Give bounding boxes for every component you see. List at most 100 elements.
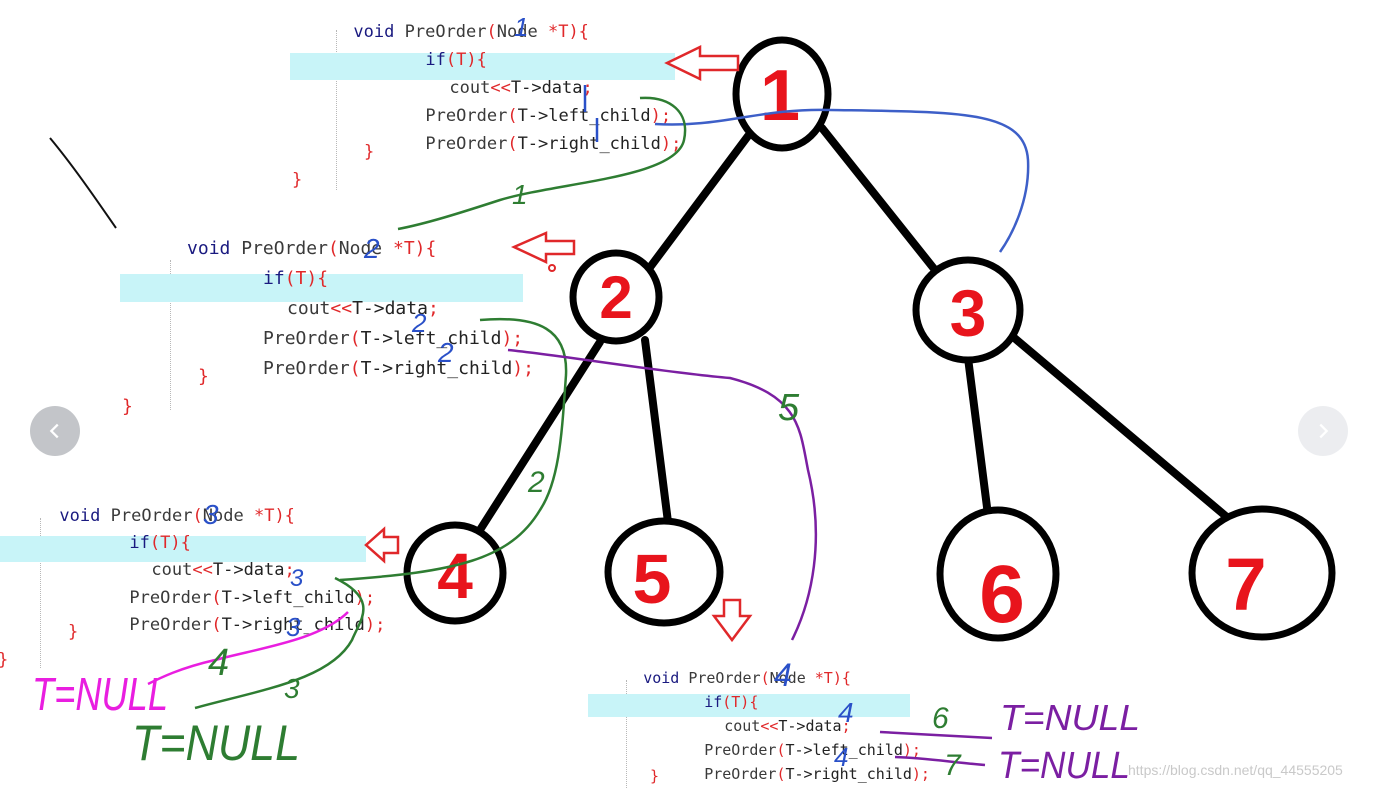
code-close-inner: }	[364, 142, 375, 162]
code-right-call: PreOrder(T->right_child);	[704, 765, 930, 783]
tree-node-5	[604, 517, 724, 627]
blue-number-4: 4	[834, 742, 848, 772]
edge-3-6	[964, 354, 992, 519]
blue-number-2: 2	[363, 233, 380, 264]
pointer-stroke	[49, 137, 117, 229]
tree-node-2	[569, 249, 663, 345]
code-cout: cout<<T->data;	[151, 560, 295, 580]
tree-node-label-3: 3	[950, 276, 987, 350]
code-right-call: PreOrder(T->right_child);	[129, 615, 386, 635]
code-left-call: PreOrder(T->left_child);	[263, 328, 524, 349]
purple-line-left	[879, 730, 993, 740]
purple-number-7: 7	[944, 749, 962, 782]
code-signature: void PreOrder(Node *T){	[59, 506, 295, 526]
indent-guide	[170, 260, 171, 410]
code-close-outer: }	[122, 396, 133, 417]
edge-1-2	[644, 132, 752, 274]
code-close-inner: }	[650, 767, 660, 785]
tree-node-3	[912, 256, 1024, 364]
tree-node-label-6: 6	[979, 549, 1025, 640]
edge-1-3	[818, 124, 939, 274]
indent-guide	[336, 30, 337, 190]
green-call-curve-2	[339, 317, 568, 582]
green-number-3: 3	[284, 673, 300, 704]
code-panel-2: void PreOrder(Node *T){ if(T){ cout<<T->…	[118, 212, 534, 422]
code-panel-1: void PreOrder(Node *T){ if(T){ cout<<T->…	[190, 0, 681, 200]
blue-call-curve	[654, 108, 1030, 253]
code-panel-4: void PreOrder(Node *T){ if(T){ cout<<T->…	[586, 646, 930, 788]
indent-guide	[626, 680, 627, 788]
code-left-call: PreOrder(T->left_child);	[129, 588, 376, 608]
green-number-6: 6	[932, 702, 949, 735]
tree-node-1	[732, 36, 832, 152]
green-number-2: 2	[527, 466, 545, 499]
prev-slide-button[interactable]	[30, 406, 80, 456]
purple-call-curve	[507, 348, 818, 641]
code-cout: cout<<T->data;	[287, 298, 439, 319]
dot-mark	[548, 264, 556, 272]
code-if: if(T){	[425, 50, 487, 70]
arrow-down-icon	[711, 598, 753, 643]
code-close-outer: }	[292, 170, 303, 190]
purple-line-right	[894, 755, 986, 767]
next-slide-button[interactable]	[1298, 406, 1348, 456]
pink-number-4: 4	[208, 642, 229, 684]
tree-node-label-5: 5	[633, 540, 672, 618]
code-signature: void PreOrder(Node *T){	[643, 669, 851, 687]
tree-node-label-7: 7	[1225, 543, 1266, 626]
code-if: if(T){	[129, 533, 191, 553]
green-number-1: 1	[512, 179, 528, 210]
code-cout: cout<<T->data;	[449, 78, 593, 98]
blue-number-4: 4	[774, 657, 792, 693]
code-highlight	[0, 536, 366, 562]
arrow-left-icon	[664, 45, 740, 81]
code-close-outer: }	[0, 650, 8, 670]
pink-call-line	[147, 611, 349, 686]
code-if: if(T){	[263, 268, 329, 289]
code-close-inner: }	[198, 366, 209, 387]
code-highlight	[120, 274, 523, 302]
indent-guide	[40, 518, 41, 668]
blue-number-4: 4	[838, 697, 854, 728]
null-label-purple-bottom: T=NULL	[998, 745, 1130, 787]
green-call-curve-3	[194, 576, 365, 710]
blue-number-3: 3	[203, 499, 219, 530]
code-right-call: PreOrder(T->right_child);	[263, 358, 534, 379]
blue-number-2: 2	[437, 337, 454, 368]
code-panel-3: void PreOrder(Node *T){ if(T){ cout<<T->…	[0, 482, 385, 672]
tree-node-label-4: 4	[437, 540, 473, 612]
null-label-purple-top: T=NULL	[1000, 697, 1140, 738]
code-if: if(T){	[704, 693, 759, 711]
code-highlight	[588, 694, 910, 717]
code-cout: cout<<T->data;	[724, 717, 851, 735]
code-highlight	[290, 53, 675, 80]
green-number-5: 5	[778, 387, 800, 429]
edge-3-7	[1008, 332, 1232, 522]
tree-node-7	[1188, 505, 1336, 641]
blue-number-1: 1	[514, 12, 528, 42]
code-left-call: PreOrder(T->left_child);	[704, 741, 921, 759]
edge-2-5	[641, 336, 672, 526]
code-left-call: PreOrder(T->left_child);	[425, 106, 672, 126]
code-signature: void PreOrder(Node *T){	[187, 238, 437, 259]
arrow-left-icon	[510, 231, 576, 264]
code-close-inner: }	[68, 622, 79, 642]
tree-node-label-1: 1	[760, 56, 800, 136]
tree-node-label-2: 2	[599, 264, 632, 331]
chevron-right-icon	[1319, 423, 1329, 439]
tree-node-6	[936, 506, 1060, 642]
blue-number-3: 3	[286, 612, 301, 642]
null-label-pink: T=NULL	[32, 668, 168, 720]
edge-2-4	[474, 338, 604, 537]
null-label-green: T=NULL	[132, 715, 300, 771]
arrow-left-icon	[364, 526, 400, 564]
blue-number-2: 2	[411, 308, 427, 338]
code-right-call: PreOrder(T->right_child);	[425, 134, 682, 154]
chevron-left-icon	[49, 423, 59, 439]
green-call-curve-1	[397, 96, 687, 231]
blue-number-3: 3	[290, 565, 304, 592]
code-signature: void PreOrder(Node *T){	[353, 22, 589, 42]
watermark: https://blog.csdn.net/qq_44555205	[1128, 762, 1343, 778]
